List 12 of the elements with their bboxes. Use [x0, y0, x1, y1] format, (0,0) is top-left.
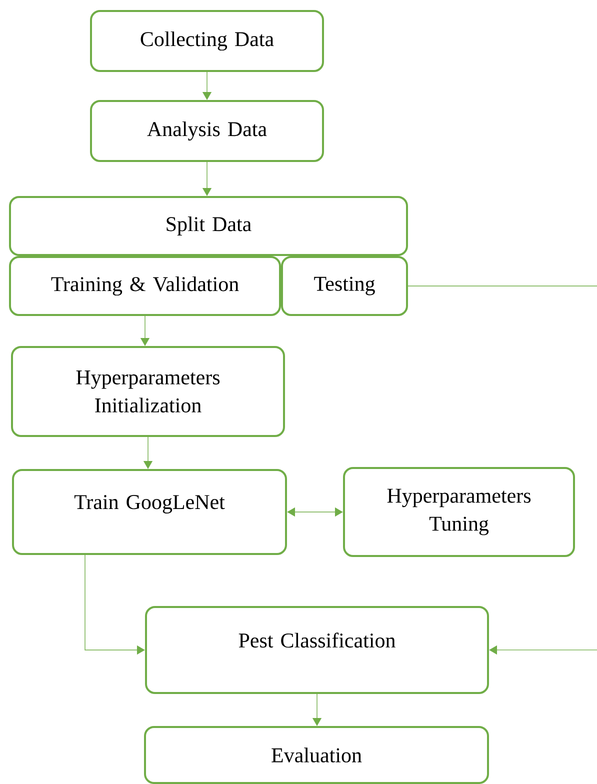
process-box: Train GoogLeNet — [12, 469, 287, 555]
process-box: Analysis Data — [90, 100, 324, 162]
process-box: Hyperparameters Initialization — [11, 346, 285, 437]
arrow — [408, 286, 597, 655]
process-box: Split Data — [9, 196, 408, 256]
process-box: Training & Validation — [9, 256, 281, 316]
process-box: Hyperparameters Tuning — [343, 467, 575, 557]
process-box: Testing — [281, 256, 408, 316]
process-box: Pest Classification — [145, 606, 489, 694]
process-box: Collecting Data — [90, 10, 324, 72]
arrow — [287, 507, 343, 517]
process-box: Evaluation — [144, 726, 489, 784]
